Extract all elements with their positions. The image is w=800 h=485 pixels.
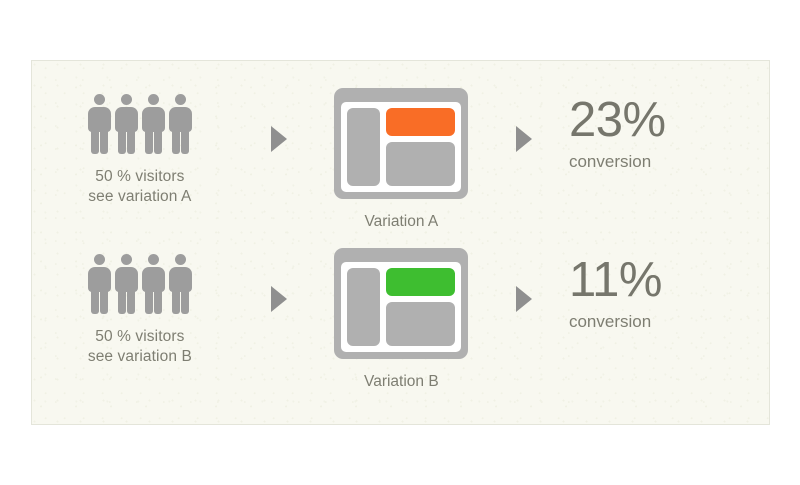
person-icon — [168, 94, 192, 154]
person-icon — [141, 254, 165, 314]
mock-banner-block-a — [386, 108, 456, 136]
person-leg-left — [144, 128, 153, 154]
person-leg-left — [117, 128, 126, 154]
mock-sidebar-block — [347, 268, 381, 346]
person-icon — [87, 254, 111, 314]
people-icons-b — [87, 254, 192, 316]
person-leg-left — [117, 288, 126, 314]
person-leg-left — [171, 128, 180, 154]
variation-label-a: Variation A — [364, 213, 439, 230]
result-group-a: 23% conversion — [555, 84, 771, 172]
mock-sidebar-block — [347, 108, 381, 186]
browser-mockup-a — [334, 88, 469, 199]
visitors-group-a: 50 % visitors see variation A — [32, 84, 248, 207]
mock-content-block — [386, 302, 456, 346]
arrow-1-a-container — [248, 84, 310, 152]
visitors-caption-line2: see variation B — [87, 348, 192, 365]
person-icon — [114, 94, 138, 154]
result-group-b: 11% conversion — [555, 244, 771, 332]
mock-content-block — [386, 142, 456, 186]
conversion-percent-a: 23% — [568, 93, 666, 147]
mock-banner-block-b — [386, 268, 456, 296]
browser-mockup-b — [334, 248, 469, 359]
arrow-right-icon — [515, 126, 532, 152]
person-body — [141, 267, 165, 292]
visitors-caption-line1: 50 % visitors — [95, 168, 185, 185]
mockup-group-b: Variation B — [310, 244, 493, 391]
person-icon — [87, 94, 111, 154]
person-icon — [114, 254, 138, 314]
arrow-2-b-container — [493, 244, 555, 312]
arrow-1-b-container — [248, 244, 310, 312]
person-head — [174, 94, 186, 105]
visitors-caption-line2: see variation A — [88, 188, 192, 205]
person-icon — [141, 94, 165, 154]
person-body — [114, 267, 138, 292]
person-leg-left — [90, 128, 99, 154]
person-leg-right — [126, 288, 135, 314]
conversion-percent-b: 11% — [568, 253, 662, 307]
conversion-label-a: conversion — [568, 152, 652, 171]
visitors-caption-line1: 50 % visitors — [95, 328, 185, 345]
conversion-label-b: conversion — [568, 312, 652, 331]
person-head — [93, 94, 105, 105]
mock-main-column — [386, 268, 456, 346]
arrow-right-icon — [270, 126, 287, 152]
person-icon — [168, 254, 192, 314]
person-head — [174, 254, 186, 265]
visitors-caption-a: 50 % visitors see variation A — [88, 167, 191, 207]
variation-b-row: 50 % visitors see variation B — [32, 244, 771, 404]
person-leg-left — [90, 288, 99, 314]
person-head — [93, 254, 105, 265]
variation-a-row: 50 % visitors see variation A — [32, 84, 771, 244]
ab-test-card: 50 % visitors see variation A — [31, 60, 770, 425]
person-leg-right — [180, 288, 189, 314]
browser-screen-b — [341, 262, 462, 352]
person-body — [168, 107, 192, 132]
person-leg-right — [153, 128, 162, 154]
person-leg-left — [144, 288, 153, 314]
person-body — [141, 107, 165, 132]
person-body — [87, 107, 111, 132]
visitors-group-b: 50 % visitors see variation B — [32, 244, 248, 367]
person-head — [147, 254, 159, 265]
arrow-right-icon — [515, 286, 532, 312]
person-body — [168, 267, 192, 292]
mockup-group-a: Variation A — [310, 84, 493, 231]
person-body — [114, 107, 138, 132]
visitors-caption-b: 50 % visitors see variation B — [88, 327, 192, 367]
person-head — [120, 254, 132, 265]
browser-screen-a — [341, 102, 462, 192]
person-head — [120, 94, 132, 105]
person-head — [147, 94, 159, 105]
person-leg-right — [126, 128, 135, 154]
arrow-right-icon — [270, 286, 287, 312]
person-leg-right — [99, 288, 108, 314]
person-leg-right — [99, 128, 108, 154]
person-leg-left — [171, 288, 180, 314]
person-leg-right — [180, 128, 189, 154]
person-leg-right — [153, 288, 162, 314]
arrow-2-a-container — [493, 84, 555, 152]
people-icons-a — [87, 94, 192, 156]
mock-main-column — [386, 108, 456, 186]
person-body — [87, 267, 111, 292]
variation-label-b: Variation B — [364, 373, 439, 390]
